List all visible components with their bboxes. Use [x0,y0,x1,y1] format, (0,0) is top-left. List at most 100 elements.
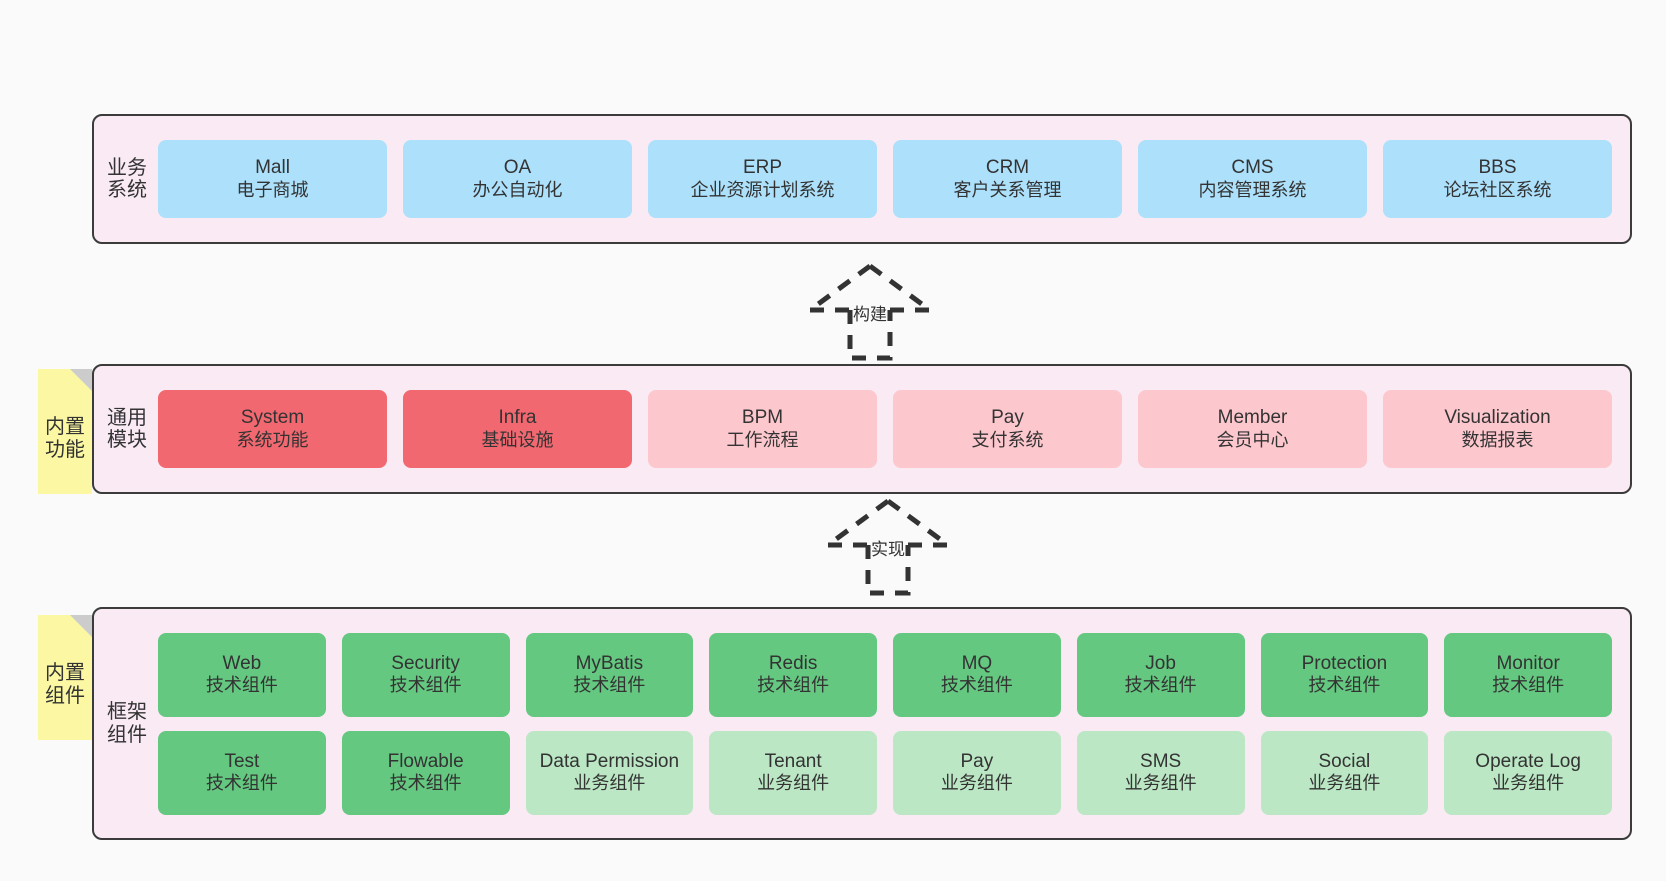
component-subtitle: 技术组件 [1124,675,1197,696]
component-card-social[interactable]: Social 业务组件 [1260,730,1429,815]
module-card-pay[interactable]: Pay 支付系统 [893,390,1122,468]
component-name: Job [1145,652,1176,674]
component-subtitle: 技术组件 [205,675,278,696]
component-name: Security [391,652,460,674]
sticky-note-builtin-components: 内置组件 [38,615,92,740]
layer-row: System 系统功能 Infra 基础设施 BPM 工作流程 Pay 支付系统… [158,390,1612,468]
module-card-bpm[interactable]: BPM 工作流程 [648,390,877,468]
module-name: CMS [1231,157,1274,179]
module-name: BBS [1478,157,1517,179]
component-name: Protection [1301,652,1388,674]
component-card-operate-log[interactable]: Operate Log 业务组件 [1444,730,1612,815]
connector-label-implement: 实现 [871,540,905,559]
layer-title-framework: 框架组件 [107,701,147,746]
component-card-redis[interactable]: Redis 技术组件 [709,632,877,717]
component-subtitle: 技术组件 [940,675,1013,696]
module-card-oa[interactable]: OA 办公自动化 [403,140,632,218]
layer-body-modules: System 系统功能 Infra 基础设施 BPM 工作流程 Pay 支付系统… [150,390,1630,468]
module-card-cms[interactable]: CMS 内容管理系统 [1138,140,1367,218]
component-card-test[interactable]: Test 技术组件 [158,730,326,815]
component-name: Social [1318,750,1371,772]
component-name: Web [222,652,262,674]
module-name: OA [503,157,532,179]
component-subtitle: 业务组件 [940,773,1013,794]
module-card-infra[interactable]: Infra 基础设施 [403,390,632,468]
component-subtitle: 业务组件 [757,773,830,794]
component-subtitle: 技术组件 [205,773,278,794]
layer-row: Mall 电子商城 OA 办公自动化 ERP 企业资源计划系统 CRM 客户关系… [158,140,1612,218]
module-name: BPM [741,407,784,429]
component-name: Tenant [764,750,822,772]
connector-build: 构建 [790,262,950,362]
component-card-mybatis[interactable]: MyBatis 技术组件 [525,632,694,717]
module-subtitle: 数据报表 [1461,429,1534,450]
component-name: Flowable [387,750,464,772]
component-card-protection[interactable]: Protection 技术组件 [1260,632,1429,717]
sticky-note-builtin-features: 内置功能 [38,369,92,494]
connector-implement: 实现 [808,497,968,597]
component-name: Monitor [1496,652,1560,674]
module-subtitle: 内容管理系统 [1198,179,1307,200]
module-subtitle: 系统功能 [236,429,309,450]
component-name: Data Permission [539,750,680,772]
module-subtitle: 客户关系管理 [953,179,1062,200]
component-subtitle: 技术组件 [1308,675,1381,696]
component-card-monitor[interactable]: Monitor 技术组件 [1444,632,1612,717]
module-subtitle: 会员中心 [1216,429,1289,450]
layer-row: Web 技术组件 Security 技术组件 MyBatis 技术组件 Redi… [158,632,1612,717]
module-card-mall[interactable]: Mall 电子商城 [158,140,387,218]
layer-business-systems: 业务系统 Mall 电子商城 OA 办公自动化 ERP 企业资源计划系统 CRM… [92,114,1632,244]
component-subtitle: 技术组件 [1492,675,1565,696]
module-name: Pay [991,407,1024,429]
component-subtitle: 技术组件 [389,773,462,794]
component-subtitle: 技术组件 [573,675,646,696]
module-card-member[interactable]: Member 会员中心 [1138,390,1367,468]
component-subtitle: 业务组件 [1124,773,1197,794]
component-subtitle: 业务组件 [1492,773,1565,794]
component-name: Pay [960,750,994,772]
module-card-crm[interactable]: CRM 客户关系管理 [893,140,1122,218]
component-name: Test [224,750,260,772]
connector-label-build: 构建 [853,305,887,324]
layer-common-modules: 通用模块 System 系统功能 Infra 基础设施 BPM 工作流程 Pay… [92,364,1632,494]
component-name: MQ [961,652,993,674]
module-card-bbs[interactable]: BBS 论坛社区系统 [1383,140,1612,218]
component-card-web[interactable]: Web 技术组件 [158,632,326,717]
component-card-flowable[interactable]: Flowable 技术组件 [341,730,510,815]
module-name: ERP [742,157,783,179]
module-name: Infra [498,407,537,429]
page-fold-icon [70,369,92,391]
module-subtitle: 支付系统 [971,429,1044,450]
layer-row: Test 技术组件 Flowable 技术组件 Data Permission … [158,730,1612,815]
module-name: CRM [985,157,1030,179]
module-card-visualization[interactable]: Visualization 数据报表 [1383,390,1612,468]
module-subtitle: 工作流程 [726,429,799,450]
component-card-pay[interactable]: Pay 业务组件 [893,730,1061,815]
component-subtitle: 技术组件 [757,675,830,696]
component-card-mq[interactable]: MQ 技术组件 [893,632,1061,717]
module-subtitle: 论坛社区系统 [1443,179,1552,200]
component-subtitle: 业务组件 [573,773,646,794]
component-name: SMS [1140,750,1182,772]
module-subtitle: 基础设施 [481,429,554,450]
module-subtitle: 办公自动化 [472,179,563,200]
component-card-sms[interactable]: SMS 业务组件 [1076,730,1245,815]
layer-title-business: 业务系统 [107,156,147,201]
module-card-system[interactable]: System 系统功能 [158,390,387,468]
sticky-note-text: 内置组件 [45,661,85,707]
layer-body-business: Mall 电子商城 OA 办公自动化 ERP 企业资源计划系统 CRM 客户关系… [150,140,1630,218]
module-name: Visualization [1444,407,1551,429]
layer-title-modules: 通用模块 [107,406,147,451]
component-card-security[interactable]: Security 技术组件 [341,632,510,717]
module-subtitle: 电子商城 [236,179,309,200]
component-subtitle: 业务组件 [1308,773,1381,794]
component-card-job[interactable]: Job 技术组件 [1076,632,1245,717]
component-card-tenant[interactable]: Tenant 业务组件 [709,730,877,815]
component-name: Operate Log [1475,750,1581,772]
dashed-generalization-arrow-icon [808,263,932,361]
component-name: MyBatis [575,652,644,674]
module-name: Mall [255,157,290,179]
component-card-data-permission[interactable]: Data Permission 业务组件 [525,730,694,815]
page-fold-icon [70,615,92,637]
module-card-erp[interactable]: ERP 企业资源计划系统 [648,140,877,218]
